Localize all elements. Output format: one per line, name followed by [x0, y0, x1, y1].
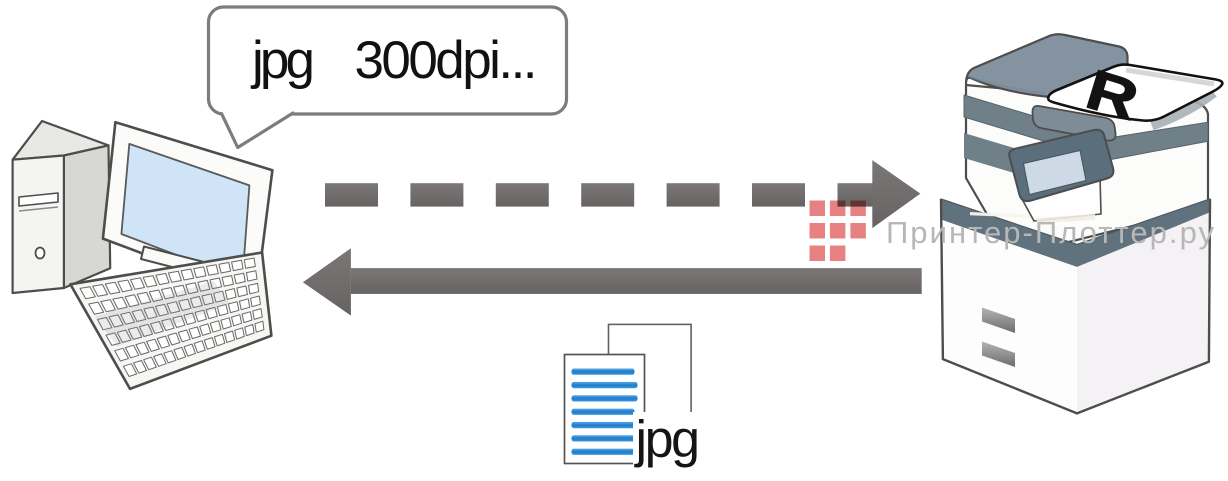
svg-text:300dpi...: 300dpi...: [355, 31, 538, 90]
svg-text:Принтер-Плоттер.ру: Принтер-Плоттер.ру: [886, 215, 1215, 250]
svg-text:jpg: jpg: [634, 411, 701, 469]
svg-text:jpg: jpg: [250, 31, 315, 90]
